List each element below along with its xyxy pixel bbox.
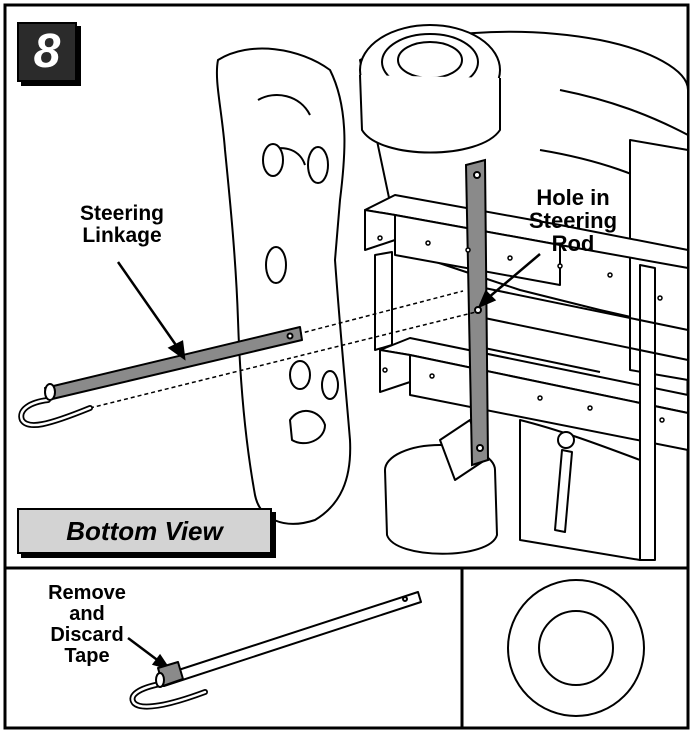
linkage-with-tape: [129, 591, 422, 710]
hole-in-steering-rod-label: Hole in Steering Rod: [528, 185, 618, 257]
vehicle-chassis: [215, 24, 689, 561]
step-number: 8: [33, 25, 61, 78]
view-label-box: Bottom View: [17, 508, 272, 554]
steering-linkage-label: Steering Linkage: [79, 202, 165, 248]
tape-roll-icon: [507, 579, 645, 717]
callout-arrows: [116, 253, 541, 671]
steering-linkage-rod: [18, 326, 303, 429]
view-label: Bottom View: [66, 515, 223, 546]
alignment-guides: [89, 290, 477, 409]
remove-tape-label: Remove and Discard Tape: [48, 582, 126, 667]
bolt-holes: [377, 235, 665, 423]
step-number-badge: 8: [17, 22, 77, 82]
steering-rod: [464, 158, 490, 467]
